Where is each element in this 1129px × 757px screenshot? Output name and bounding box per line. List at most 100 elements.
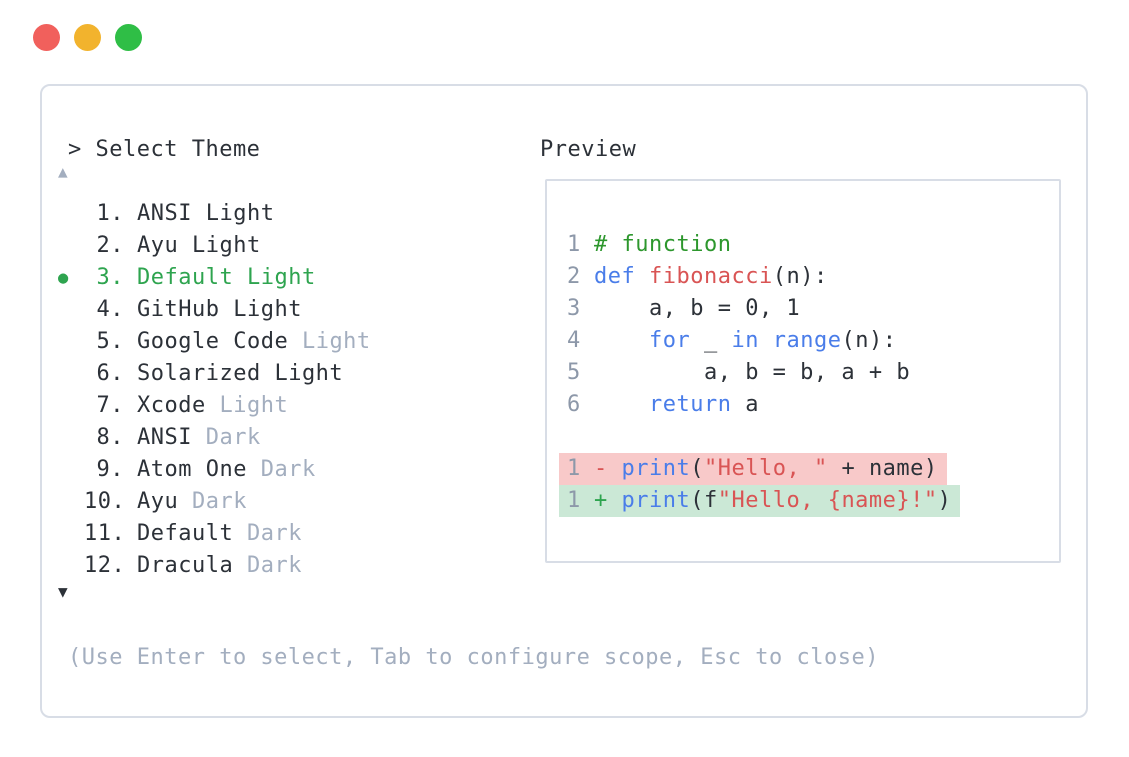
theme-option-default-dark[interactable]: 11.Default Dark <box>58 518 371 550</box>
code-token-kw: in <box>731 328 759 353</box>
theme-variant-suffix: Light <box>288 329 371 354</box>
theme-variant-suffix: Dark <box>178 489 247 514</box>
code-token-str: "Hello, {name}!" <box>717 488 938 513</box>
code-token-plain: a, b = b, a + b <box>594 360 911 385</box>
code-token-kw: range <box>772 328 842 353</box>
code-token-plain <box>594 328 649 353</box>
theme-name: GitHub Light <box>137 297 302 322</box>
line-number: 1 <box>567 456 581 481</box>
code-token-plain <box>608 488 622 513</box>
code-token-kw: return <box>648 392 732 417</box>
code-token-plus: + <box>594 488 608 513</box>
code-token-minus: - <box>594 456 608 481</box>
scroll-down-icon[interactable]: ▼ <box>58 582 69 601</box>
code-line-content: 4 for _ in range(n): <box>567 328 896 353</box>
code-token-plain: (f <box>690 488 718 513</box>
theme-number: 5. <box>96 329 124 354</box>
theme-option-google-code-light[interactable]: 5. Google Code Light <box>58 326 371 358</box>
theme-name: Ayu Dark <box>137 489 247 514</box>
code-token-plain: a <box>731 392 759 417</box>
line-number: 3 <box>567 296 581 321</box>
theme-option-ansi-dark[interactable]: 8. ANSI Dark <box>58 422 371 454</box>
code-line-content: 2 def fibonacci(n): <box>567 264 828 289</box>
theme-number: 3. <box>96 265 124 290</box>
code-token-plain: _ <box>690 328 732 353</box>
theme-name: Xcode Light <box>137 393 289 418</box>
theme-variant-suffix: Dark <box>233 553 302 578</box>
theme-number: 12. <box>84 553 126 578</box>
theme-number: 9. <box>96 457 124 482</box>
code-line: 3 a, b = 0, 1 <box>567 293 1059 325</box>
code-preview-pane: 1# function 2 def fibonacci(n): 3 a, b = 0,… <box>545 179 1061 563</box>
code-line-content: 1# function <box>567 232 731 257</box>
code-token-kw: print <box>621 456 691 481</box>
theme-number: 2. <box>96 233 124 258</box>
code-token-plain: + name) <box>827 456 938 481</box>
scroll-up-icon[interactable]: ▲ <box>58 162 69 181</box>
code-line-content: 6 return a <box>567 392 759 417</box>
code-diff-line-removed: 1- print("Hello, " + name) <box>559 453 1059 485</box>
selected-indicator-dot: ● <box>58 268 69 288</box>
theme-name: Ayu Light <box>137 233 261 258</box>
line-number: 1 <box>567 488 581 513</box>
code-token-kw: def <box>594 264 636 289</box>
code-token-kw: print <box>621 488 691 513</box>
diff-highlight: 1 + print(f"Hello, {name}!") <box>559 485 961 517</box>
theme-option-github-light[interactable]: 4. GitHub Light <box>58 294 371 326</box>
code-token-plain: a, b = 0, 1 <box>594 296 801 321</box>
code-diff-line-added: 1 + print(f"Hello, {name}!") <box>559 485 1059 517</box>
code-line <box>567 421 1059 453</box>
preview-label: Preview <box>540 137 637 162</box>
code-token-plain <box>608 456 622 481</box>
code-line-content: 3 a, b = 0, 1 <box>567 296 800 321</box>
theme-number: 10. <box>84 489 126 514</box>
theme-variant-suffix: Dark <box>233 521 302 546</box>
theme-number: 4. <box>96 297 124 322</box>
code-token-kw: for <box>648 328 691 353</box>
theme-name: Solarized Light <box>137 361 344 386</box>
code-token-fn: fibonacci <box>649 264 773 289</box>
line-number: 5 <box>567 360 581 385</box>
select-theme-prompt: > Select Theme <box>68 137 261 162</box>
theme-number: 7. <box>96 393 124 418</box>
code-token-str: "Hello, " <box>703 456 828 481</box>
line-number: 6 <box>567 392 581 417</box>
code-line: 6 return a <box>567 389 1059 421</box>
theme-variant-suffix: Light <box>205 393 289 418</box>
code-token-plain <box>759 328 773 353</box>
theme-option-default-light[interactable]: ● 3. Default Light <box>58 262 371 294</box>
code-line: 2 def fibonacci(n): <box>567 261 1059 293</box>
code-line: 1# function <box>567 229 1059 261</box>
theme-option-atom-one-dark[interactable]: 9.Atom One Dark <box>58 454 371 486</box>
theme-number: 6. <box>96 361 124 386</box>
zoom-button[interactable] <box>115 24 142 51</box>
line-number: 1 <box>567 232 581 257</box>
theme-selector-window: > Select Theme ▲ 1. ANSI Light 2. Ayu Light… <box>40 84 1088 718</box>
code-line-content: 5 a, b = b, a + b <box>567 360 910 385</box>
theme-option-xcode-light[interactable]: 7. Xcode Light <box>58 390 371 422</box>
theme-number: 1. <box>96 201 124 226</box>
theme-option-ayu-light[interactable]: 2. Ayu Light <box>58 230 371 262</box>
theme-number: 8. <box>96 425 124 450</box>
code-token-plain <box>635 264 649 289</box>
theme-name: Google Code Light <box>137 329 371 354</box>
theme-list: 1. ANSI Light 2. Ayu Light ● 3. Default Light 4… <box>58 198 371 582</box>
theme-option-dracula-dark[interactable]: 12. Dracula Dark <box>58 550 371 582</box>
theme-name: Default Light <box>137 265 316 290</box>
code-token-plain: (n): <box>772 264 828 289</box>
theme-number: 11. <box>84 521 126 546</box>
code-token-plain: ( <box>690 456 704 481</box>
code-token-plain <box>594 392 649 417</box>
theme-option-ansi-light[interactable]: 1. ANSI Light <box>58 198 371 230</box>
theme-name: ANSI Dark <box>137 425 261 450</box>
window-controls <box>33 24 142 51</box>
code-token-plain: ) <box>937 488 952 513</box>
close-button[interactable] <box>33 24 60 51</box>
theme-name: Dracula Dark <box>137 553 302 578</box>
theme-variant-suffix: Dark <box>191 425 261 450</box>
theme-option-ayu-dark[interactable]: 10. Ayu Dark <box>58 486 371 518</box>
theme-option-solarized-light[interactable]: 6. Solarized Light <box>58 358 371 390</box>
theme-name: ANSI Light <box>137 201 275 226</box>
line-number: 2 <box>567 264 581 289</box>
minimize-button[interactable] <box>74 24 101 51</box>
